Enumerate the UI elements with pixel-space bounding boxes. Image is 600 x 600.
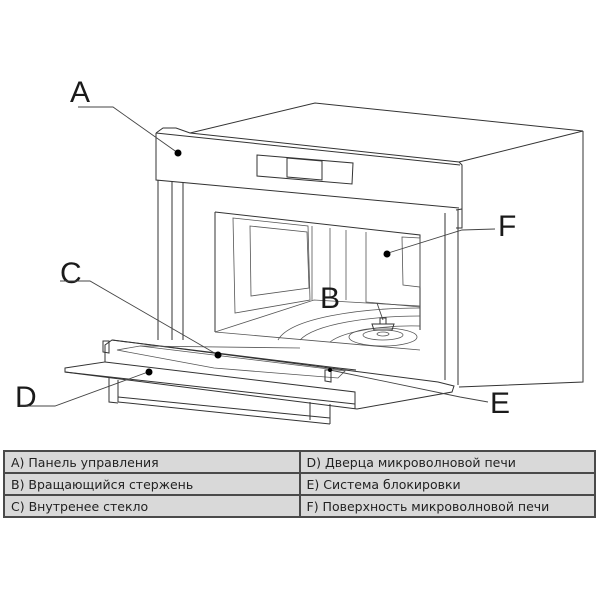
microwave-diagram: A B C D E F bbox=[15, 76, 584, 425]
callout-b: B bbox=[320, 282, 384, 321]
callout-c: C bbox=[60, 257, 222, 359]
legend-row: B) Вращающийся стержень E) Система блоки… bbox=[3, 472, 596, 496]
microwave-body bbox=[155, 102, 584, 388]
legend-row: C) Внутренее стекло F) Поверхность микро… bbox=[3, 494, 596, 518]
legend-cell-d: D) Дверца микроволновой печи bbox=[298, 450, 596, 474]
callout-dot-f bbox=[383, 250, 391, 258]
callout-label-d: D bbox=[15, 381, 37, 414]
legend-cell-b: B) Вращающийся стержень bbox=[3, 472, 301, 496]
legend-cell-f: F) Поверхность микроволновой печи bbox=[298, 494, 596, 518]
callout-label-e: E bbox=[490, 387, 510, 420]
callout-label-c: C bbox=[60, 257, 82, 290]
turntable bbox=[277, 307, 421, 347]
callout-label-b: B bbox=[320, 282, 340, 315]
legend-cell-a: A) Панель управления bbox=[3, 450, 301, 474]
legend-row: A) Панель управления D) Дверца микроволн… bbox=[3, 450, 596, 474]
parts-legend-table: A) Панель управления D) Дверца микроволн… bbox=[3, 450, 596, 518]
callout-d: D bbox=[15, 368, 153, 414]
callout-dot-d bbox=[145, 368, 153, 376]
callout-label-f: F bbox=[498, 210, 516, 243]
oven-cavity bbox=[214, 211, 421, 351]
callout-e: E bbox=[328, 368, 510, 420]
callout-label-a: A bbox=[70, 76, 90, 109]
legend-cell-c: C) Внутренее стекло bbox=[3, 494, 301, 518]
callout-a: A bbox=[70, 76, 182, 157]
door bbox=[64, 339, 455, 425]
callout-dot-c bbox=[214, 351, 222, 359]
callout-dot-e bbox=[328, 368, 332, 372]
callout-f: F bbox=[383, 210, 516, 258]
display-panel bbox=[256, 154, 354, 185]
callout-dot-a bbox=[174, 149, 182, 157]
legend-cell-e: E) Система блокировки bbox=[298, 472, 596, 496]
